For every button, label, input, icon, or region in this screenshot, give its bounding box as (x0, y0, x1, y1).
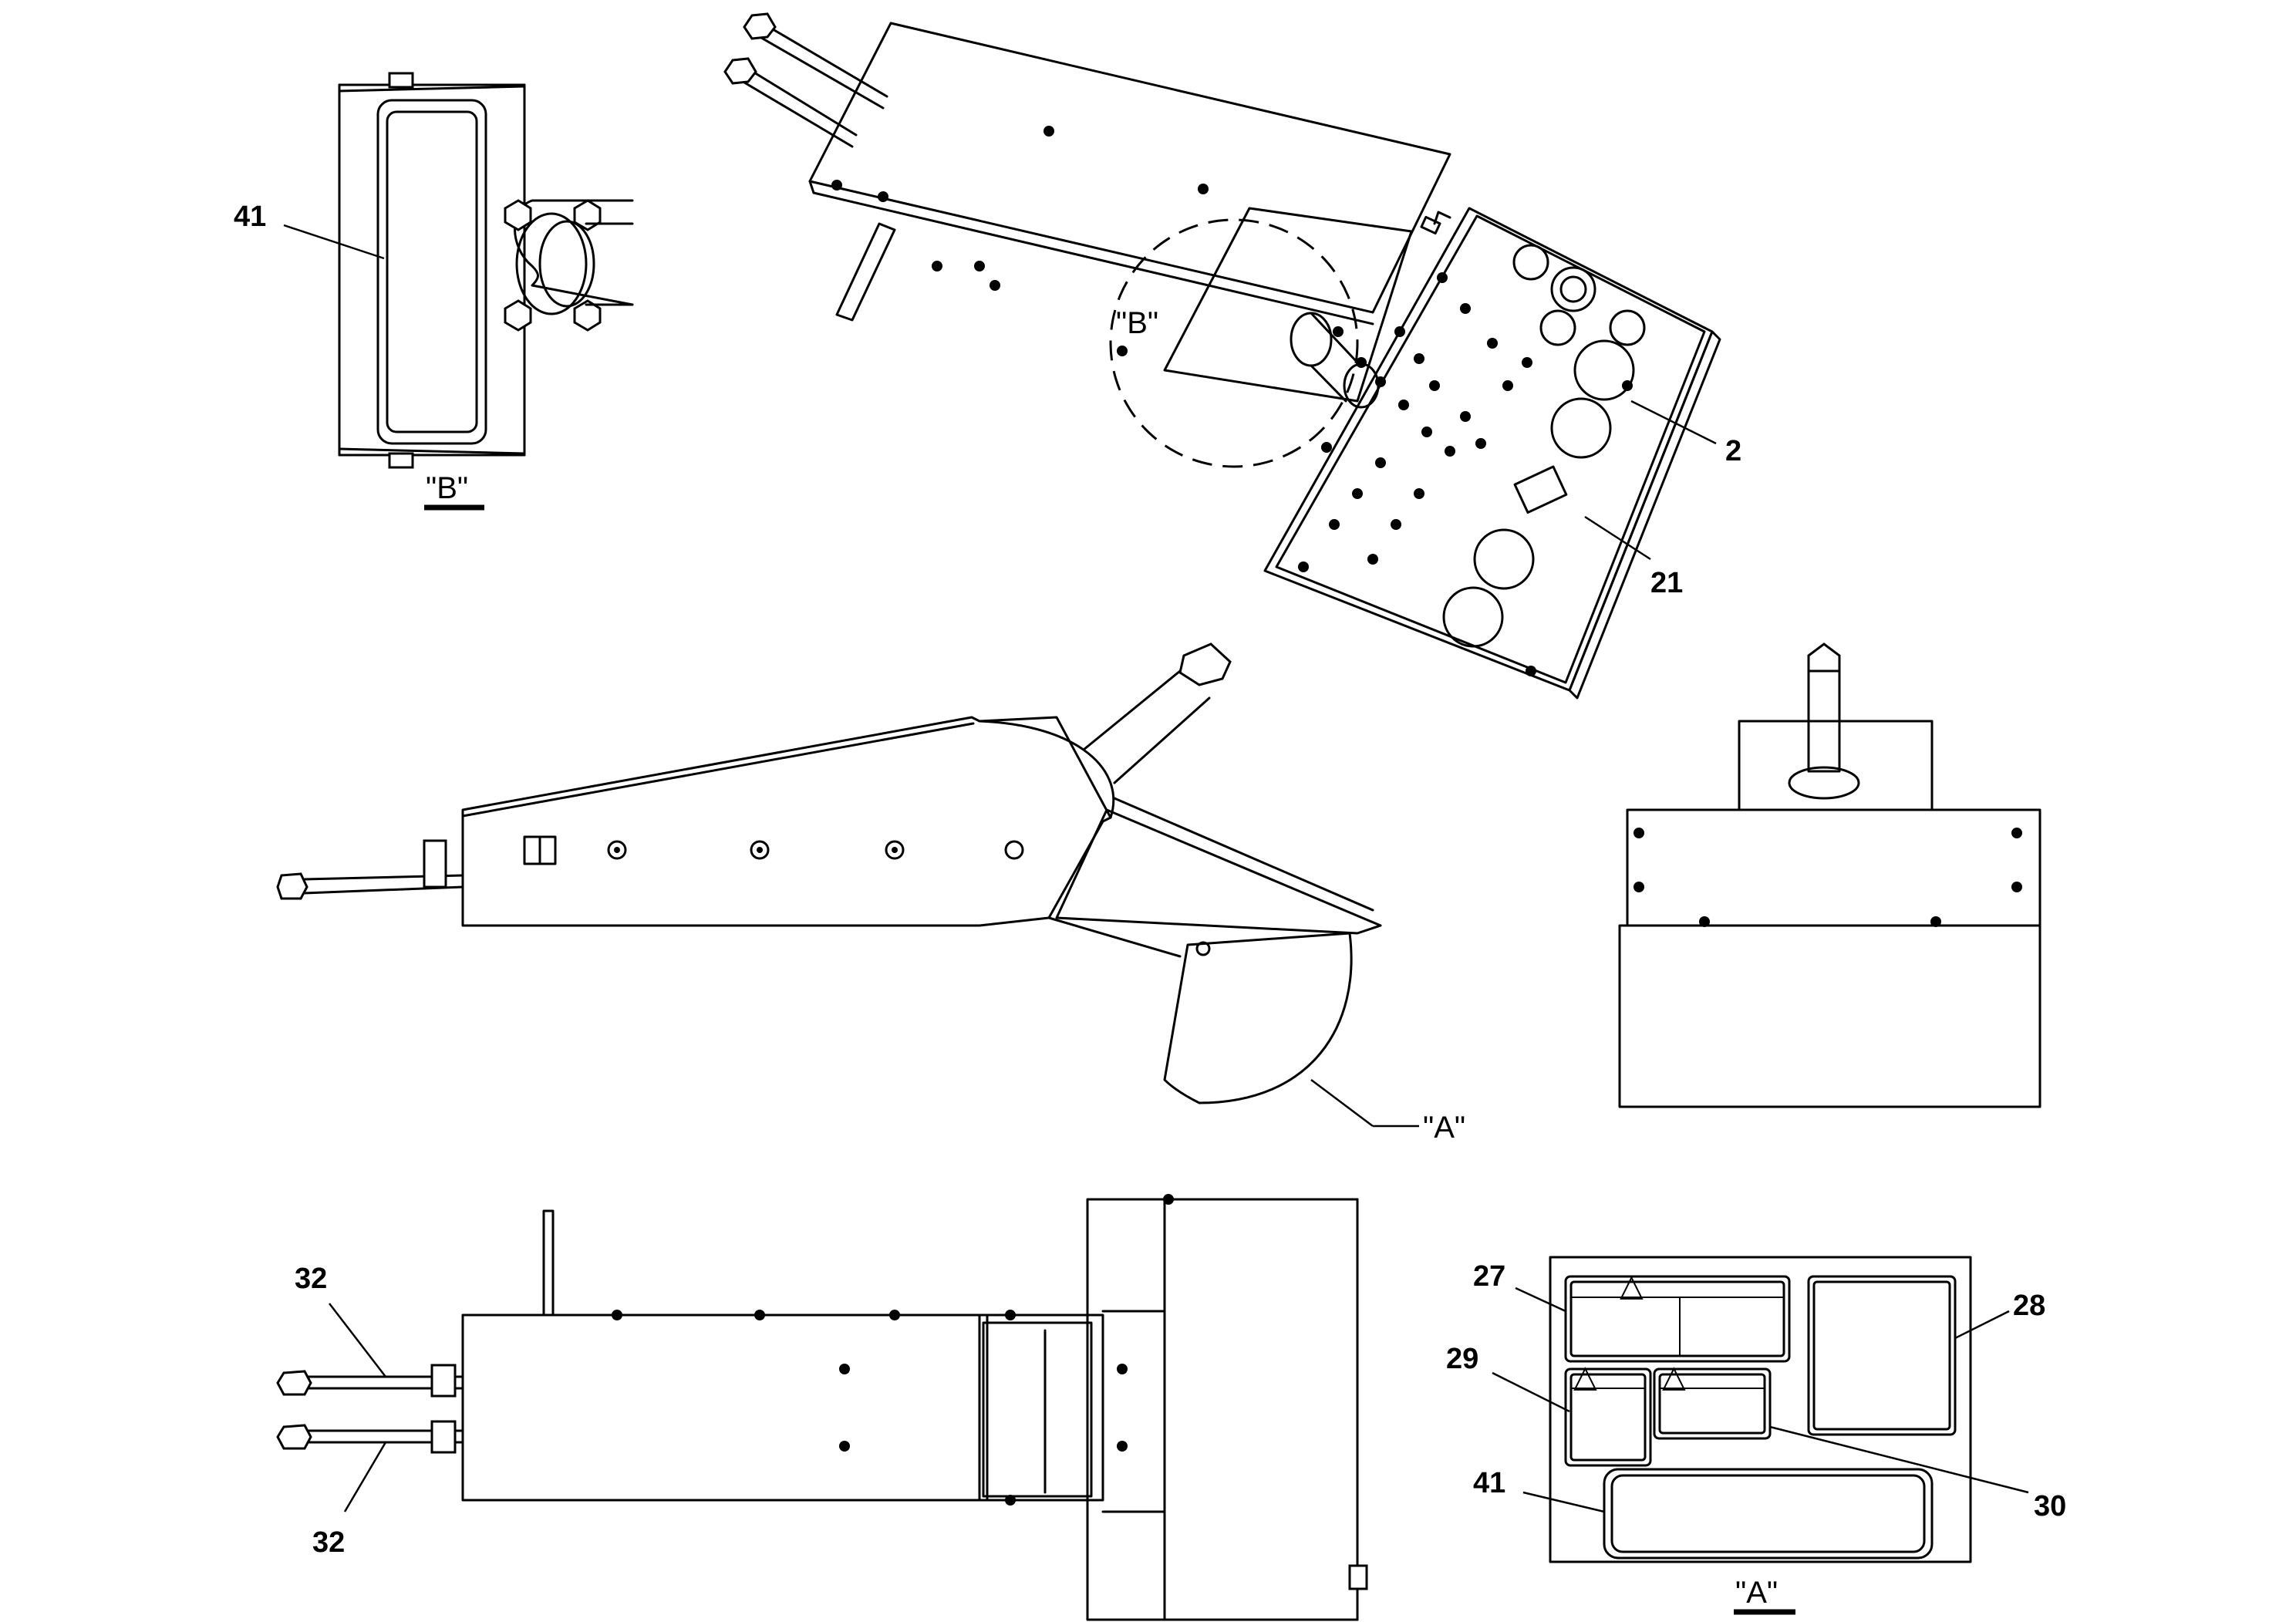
warning-icon-30: △ (1662, 1360, 1686, 1394)
detail-b-label: "B" (426, 471, 468, 505)
side-view: "A" (276, 642, 1465, 1145)
callout-32-top: 32 (295, 1263, 327, 1295)
detail-b-view: 41 "B" (234, 72, 634, 511)
callout-b-label: "B" (1116, 306, 1158, 340)
front-view (1618, 642, 2041, 1108)
plan-view: 32 32 (276, 1194, 1368, 1621)
detail-a-view: △ △ △ 27 28 29 30 41 "A" (1446, 1256, 2066, 1615)
callout-28: 28 (2013, 1290, 2045, 1322)
callout-2: 2 (1725, 435, 1741, 467)
warning-icon-27: △ (1620, 1269, 1644, 1303)
top-iso-view: "B" (723, 12, 1741, 700)
callout-a-label: "A" (1423, 1111, 1465, 1145)
callout-30: 30 (2034, 1490, 2066, 1523)
callout-27: 27 (1473, 1260, 1505, 1293)
warning-icon-29: △ (1573, 1360, 1597, 1394)
callout-21: 21 (1650, 567, 1683, 599)
detail-a-label: "A" (1735, 1576, 1778, 1610)
callout-29: 29 (1446, 1343, 1478, 1375)
callout-41-top: 41 (234, 201, 266, 233)
callout-41-bottom: 41 (1473, 1467, 1505, 1499)
callout-32-bottom: 32 (312, 1526, 345, 1559)
